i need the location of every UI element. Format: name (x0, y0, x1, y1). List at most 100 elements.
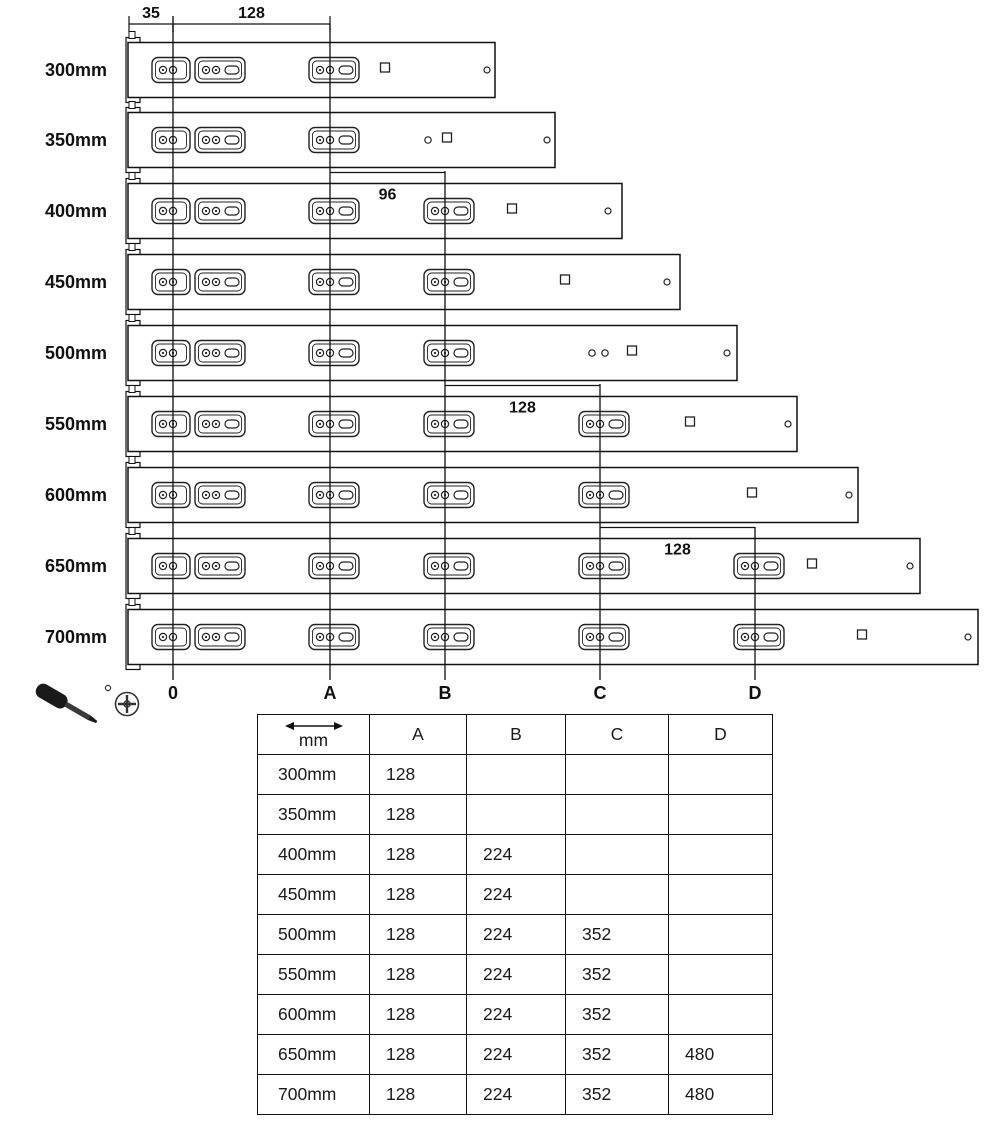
value-B: 224 (466, 874, 566, 915)
bracket-screw-hole-center (204, 280, 208, 284)
bracket-inner-outline (155, 414, 187, 434)
value-C: 352 (565, 1074, 669, 1115)
value-D (668, 794, 773, 835)
bracket-slot (453, 277, 469, 287)
bracket-slot (224, 277, 240, 287)
row-label: 300mm (257, 754, 370, 795)
flange-tab (128, 101, 136, 109)
bracket-inner-outline (198, 201, 242, 221)
bracket-screw-hole-center (588, 422, 592, 426)
value-C: 352 (565, 1034, 669, 1075)
bracket-slot (224, 206, 240, 216)
bracket-inner-outline (312, 130, 356, 150)
table-header-A: A (369, 714, 467, 755)
bracket-screw-hole-center (433, 564, 437, 568)
end-hole (483, 66, 491, 74)
small-hole-dot (104, 684, 112, 692)
bracket-slot (338, 632, 354, 642)
value-A: 128 (369, 754, 467, 795)
bracket-inner-outline (198, 485, 242, 505)
end-hole (604, 207, 612, 215)
table-header-mm-label: mm (298, 730, 329, 751)
bracket-screw-hole-center (318, 138, 322, 142)
bracket-slot (338, 206, 354, 216)
bracket-inner-outline (155, 130, 187, 150)
bracket-slot (338, 561, 354, 571)
screwdriver-tip (87, 715, 98, 724)
bracket-screw-hole-center (433, 209, 437, 213)
flange-tab (128, 172, 136, 180)
bracket-inner-outline (155, 272, 187, 292)
position-label-C: C (594, 683, 607, 703)
flange-tab (128, 456, 136, 464)
value-A: 128 (369, 954, 467, 995)
bracket-slot (224, 490, 240, 500)
bracket-slot (224, 419, 240, 429)
table-header-C: C (565, 714, 669, 755)
end-hole (663, 278, 671, 286)
value-A: 128 (369, 914, 467, 955)
bracket-slot (453, 419, 469, 429)
bracket-slot (224, 348, 240, 358)
flange-tab (128, 31, 136, 39)
bracket-inner-outline (312, 201, 356, 221)
end-hole (906, 562, 914, 570)
value-A: 128 (369, 834, 467, 875)
bracket-inner-outline (155, 627, 187, 647)
bracket-slot (453, 632, 469, 642)
bracket-screw-hole-center (204, 138, 208, 142)
rail-length-label: 450mm (45, 272, 107, 292)
bracket-inner-outline (427, 201, 471, 221)
rail-length-label: 700mm (45, 627, 107, 647)
position-label-A: A (324, 683, 337, 703)
bracket-inner-outline (737, 627, 781, 647)
table-header-B: B (466, 714, 566, 755)
square-cutout (626, 345, 638, 356)
value-A: 128 (369, 1074, 467, 1115)
bracket-slot (338, 65, 354, 75)
flange-tab (128, 598, 136, 606)
bracket-slot (338, 277, 354, 287)
bracket-inner-outline (427, 343, 471, 363)
bracket-screw-hole-center (161, 280, 165, 284)
position-label-D: D (749, 683, 762, 703)
row-label: 600mm (257, 994, 370, 1035)
bracket-screw-hole-center (204, 351, 208, 355)
value-B: 224 (466, 914, 566, 955)
square-cutout (746, 487, 758, 498)
value-B: 224 (466, 1074, 566, 1115)
bracket-slot (453, 561, 469, 571)
bracket-screw-hole-center (214, 493, 218, 497)
row-label: 500mm (257, 914, 370, 955)
bracket-slot (224, 65, 240, 75)
bracket-screw-hole-center (433, 493, 437, 497)
bracket-screw-hole-center (433, 422, 437, 426)
free-hole (588, 349, 596, 357)
bracket-inner-outline (582, 485, 626, 505)
bracket-inner-outline (582, 414, 626, 434)
rail-length-label: 400mm (45, 201, 107, 221)
row-label: 550mm (257, 954, 370, 995)
bracket-inner-outline (198, 130, 242, 150)
value-D (668, 834, 773, 875)
bracket-screw-hole-center (214, 209, 218, 213)
bracket-inner-outline (312, 272, 356, 292)
value-B: 224 (466, 1034, 566, 1075)
value-D: 480 (668, 1074, 773, 1115)
value-B (466, 754, 566, 795)
bracket-inner-outline (198, 556, 242, 576)
value-B (466, 794, 566, 835)
bracket-screw-hole-center (161, 564, 165, 568)
bracket-screw-hole-center (214, 564, 218, 568)
rail-length-label: 550mm (45, 414, 107, 434)
row-label: 700mm (257, 1074, 370, 1115)
bracket-screw-hole-center (161, 493, 165, 497)
bracket-screw-hole-center (318, 351, 322, 355)
bracket-screw-hole-center (204, 564, 208, 568)
bracket-inner-outline (312, 414, 356, 434)
